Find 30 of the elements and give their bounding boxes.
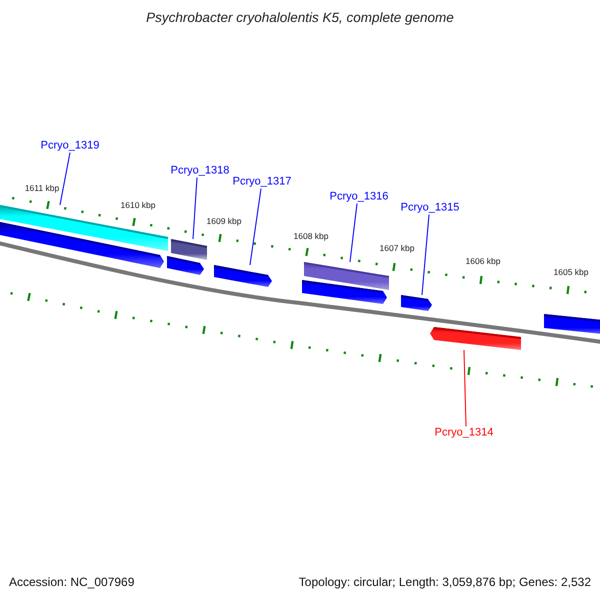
- scale-label: 1610 kbp: [120, 200, 156, 210]
- diagram-title: Psychrobacter cryohalolentis K5, complete genome: [145, 10, 455, 25]
- gene-arrow-bar: [167, 256, 204, 275]
- genome-summary: Topology: circular; Length: 3,059,876 bp; Genes: 2,532: [298, 575, 591, 589]
- leader-line: [422, 214, 430, 296]
- gene-label: Pcryo_1318: [170, 164, 230, 178]
- scale-label: 1606 kbp: [466, 256, 500, 266]
- gene-arrow-bar: [430, 327, 521, 350]
- leader-line: [192, 177, 198, 240]
- leader-line: [350, 203, 358, 262]
- gene-arrow-bar: [401, 295, 432, 311]
- gene-label: Pcryo_1314: [434, 426, 494, 440]
- gene-label: Pcryo_1317: [232, 175, 292, 189]
- leader-line: [60, 152, 70, 206]
- gene-arrow-bar: [544, 314, 600, 334]
- gene-label: Pcryo_1315: [400, 201, 460, 215]
- gene-arrow-bar: [302, 280, 387, 304]
- gene-label: Pcryo_1319: [40, 139, 100, 153]
- gene-label: Pcryo_1316: [330, 190, 388, 204]
- scale-label: 1609 kbp: [206, 216, 242, 226]
- scale-label: 1605 kbp: [554, 267, 588, 277]
- gene-arrow-bar: [0, 222, 164, 268]
- scale-label: 1611 kbp: [24, 183, 60, 193]
- scale-label: 1607 kbp: [380, 243, 414, 253]
- gene-arrow-bar: [214, 265, 272, 287]
- accession-text: Accession: NC_007969: [9, 575, 134, 589]
- gene-arrow-bar: [171, 239, 207, 260]
- leader-line: [250, 188, 262, 266]
- scale-label: 1608 kbp: [294, 231, 328, 241]
- leader-line: [464, 350, 466, 427]
